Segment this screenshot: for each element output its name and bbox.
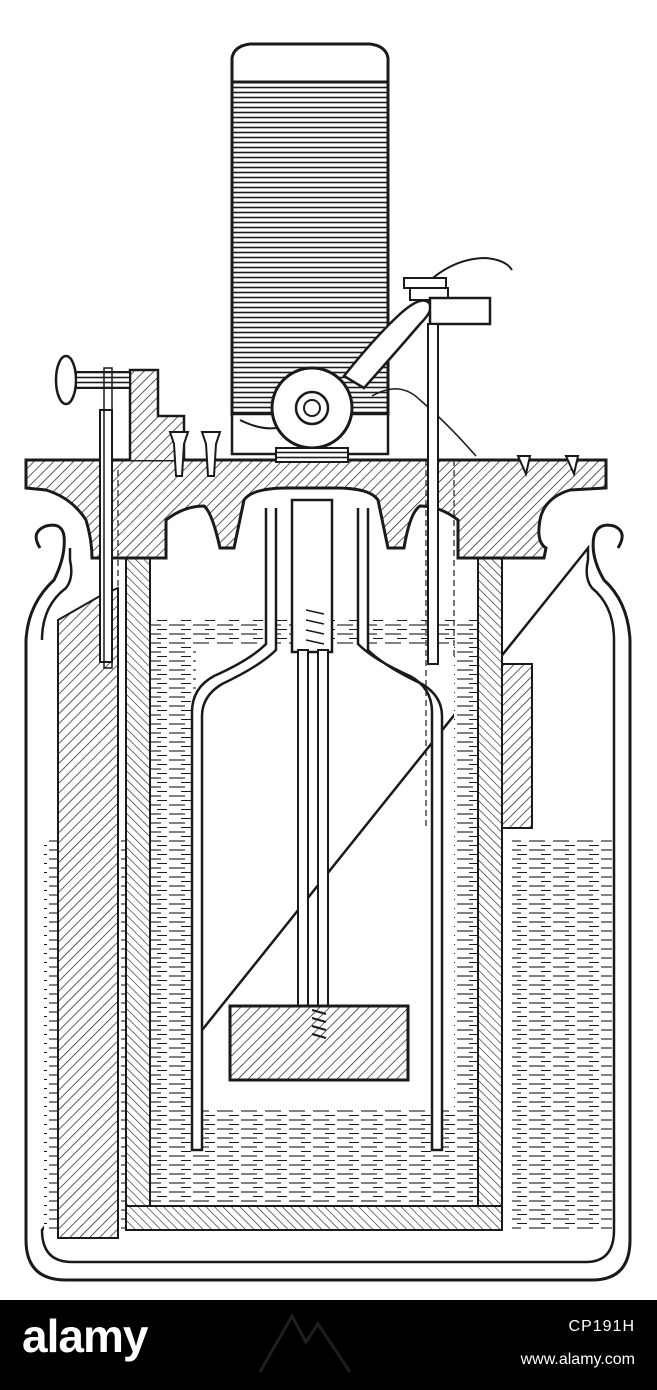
cell-lid bbox=[24, 368, 608, 560]
battery-cell-engraving bbox=[24, 42, 632, 1282]
lid-screws bbox=[168, 431, 580, 478]
inner-bottle bbox=[190, 508, 444, 1152]
binding-screw bbox=[54, 354, 131, 669]
terminal-post bbox=[403, 277, 492, 665]
outer-glass-jar bbox=[24, 523, 632, 1282]
contact-lever bbox=[239, 256, 513, 457]
hidden-lines bbox=[117, 460, 455, 830]
pulley-wheel bbox=[270, 366, 354, 463]
carbon-plate bbox=[228, 1004, 410, 1082]
watermark-image-id: CP191H bbox=[568, 1318, 635, 1335]
watermark-wordmark: alamy bbox=[22, 1310, 148, 1362]
alamy-logo-shape bbox=[258, 1312, 352, 1373]
watermark-site-url: www.alamy.com bbox=[520, 1351, 635, 1368]
watermark-footer bbox=[0, 1300, 657, 1390]
central-rod bbox=[290, 498, 334, 1009]
